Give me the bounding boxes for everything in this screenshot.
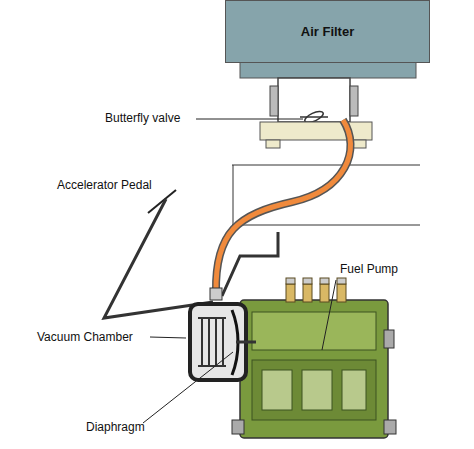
flange-foot (266, 140, 280, 148)
intake-throat (278, 78, 350, 122)
leader-line (150, 337, 186, 338)
delivery-valves (286, 278, 346, 302)
manifold-flange (260, 122, 372, 140)
vacuum-pipe-edge (216, 120, 351, 292)
vacuum-pipe (216, 120, 351, 292)
pipe-union (210, 288, 222, 300)
part-label: Accelerator Pedal (57, 178, 152, 192)
part-label: Fuel Pump (340, 262, 398, 276)
throttle-linkage (222, 232, 278, 296)
air-filter-box: Air Filter (225, 0, 430, 63)
part-label: Butterfly valve (105, 111, 180, 125)
fuel-pump-body (232, 300, 396, 438)
vacuum-chamber (190, 304, 256, 380)
engine-outline (233, 165, 234, 225)
leader-line (322, 280, 336, 350)
valve-spindle (300, 116, 328, 118)
box-title: Air Filter (301, 24, 354, 39)
engine-outline (232, 165, 420, 166)
leader-line (196, 119, 303, 120)
throat-stud (270, 86, 278, 116)
engine-outline (232, 225, 420, 226)
pedal-linkage (104, 199, 213, 318)
throat-stud (350, 86, 358, 116)
part-label: Vacuum Chamber (37, 330, 133, 344)
leader-line (143, 352, 233, 423)
part-label: Diaphragm (86, 420, 145, 434)
air-filter-base (240, 62, 416, 78)
